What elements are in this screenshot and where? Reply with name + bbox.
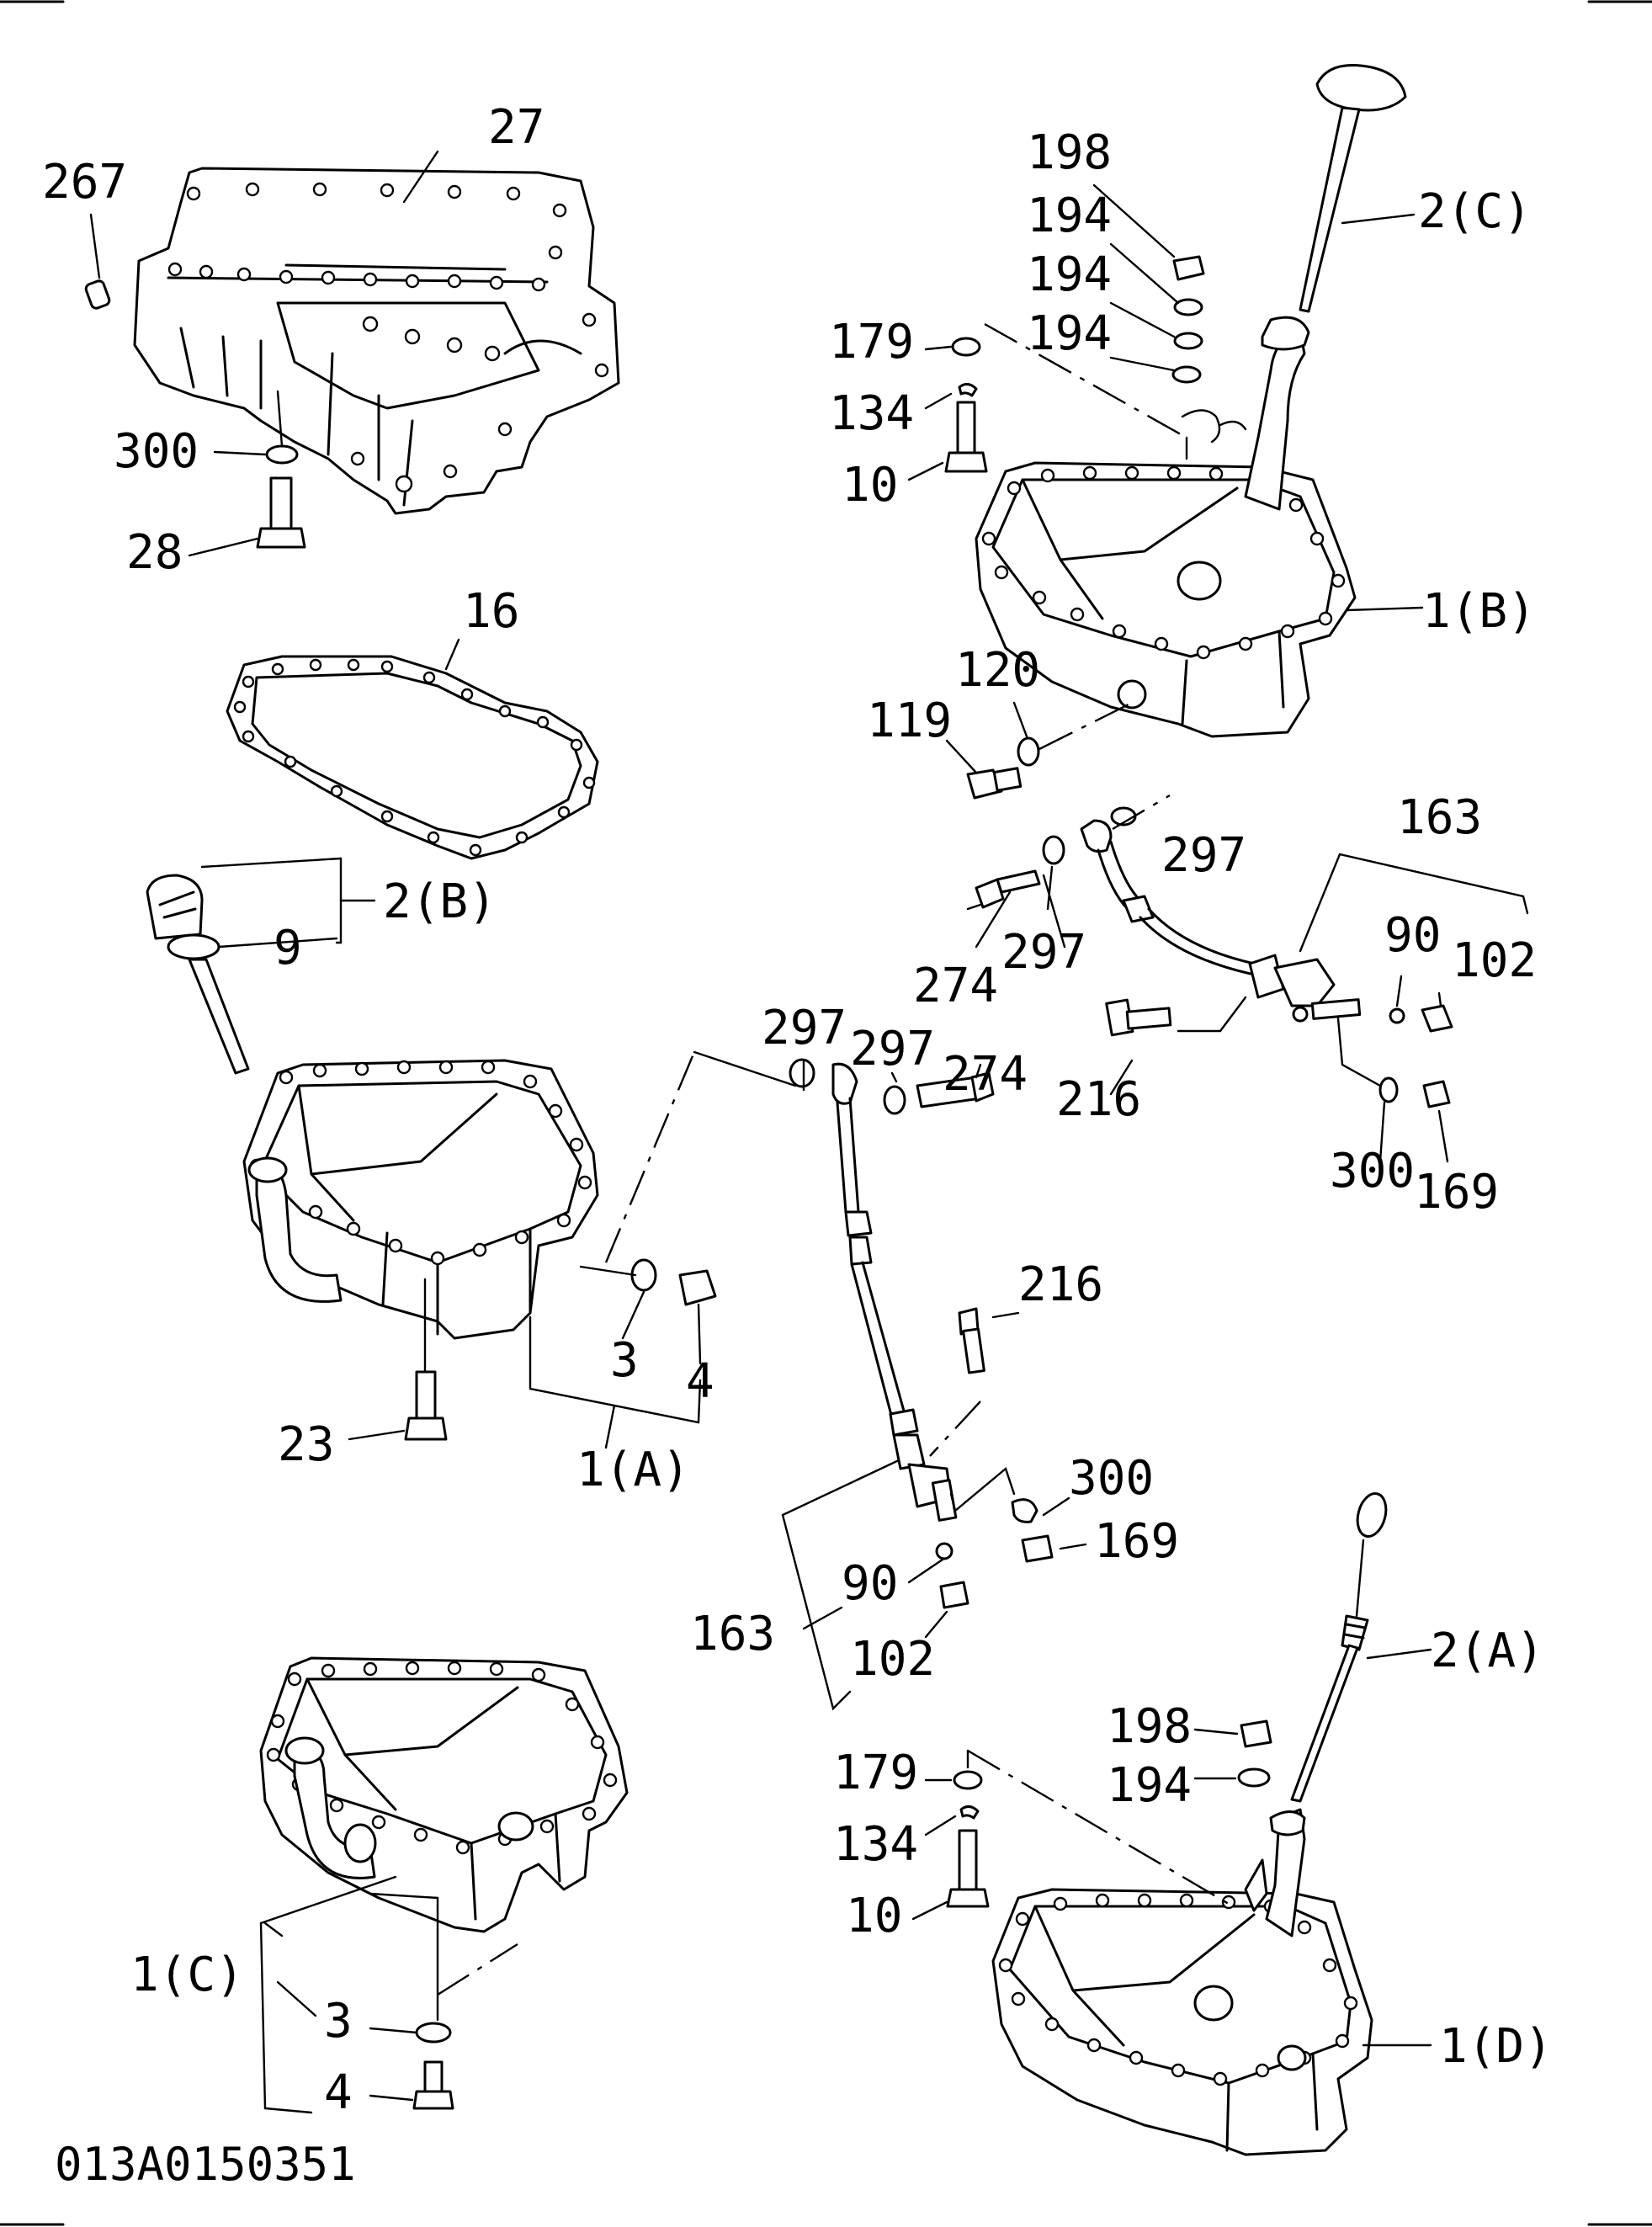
callout-c-134-top: 134 xyxy=(829,386,914,441)
nuts-washers-194-198 xyxy=(1092,183,1247,444)
callout-c-216-r: 216 xyxy=(1056,1072,1141,1127)
callout-c-102-r: 102 xyxy=(1452,933,1537,988)
callout-c-216-m: 216 xyxy=(1018,1257,1103,1312)
callout-c-10-top: 10 xyxy=(842,458,898,513)
callout-c-1b: 1(B) xyxy=(1422,584,1536,639)
dipstick-2a xyxy=(1290,1492,1432,1803)
callout-c-3-c: 3 xyxy=(324,1994,353,2049)
callout-c-90-r: 90 xyxy=(1384,908,1441,963)
callout-c-169-m: 169 xyxy=(1094,1514,1179,1569)
bolt-10-top xyxy=(907,322,1188,481)
washer-300-and-bolt-28 xyxy=(188,390,306,557)
callout-c-297-r2: 297 xyxy=(1001,925,1086,980)
diagram-code: 013A0150351 xyxy=(55,2138,356,2191)
callout-c-2a: 2(A) xyxy=(1431,1624,1544,1678)
callout-c-4-c: 4 xyxy=(324,2065,353,2120)
callout-c-10-bot: 10 xyxy=(846,1889,902,1943)
callout-c-1a: 1(A) xyxy=(576,1443,690,1497)
callout-c-119: 119 xyxy=(867,694,952,748)
callout-c-16: 16 xyxy=(463,584,519,639)
callout-c-297-r1: 297 xyxy=(1161,828,1246,883)
callout-c-134-bot: 134 xyxy=(833,1817,918,1872)
callout-c-163-r: 163 xyxy=(1397,790,1482,845)
callout-c-9: 9 xyxy=(274,921,302,975)
upper-oil-pan-27 xyxy=(133,167,620,515)
callout-c-1d: 1(D) xyxy=(1439,2019,1553,2074)
callout-c-2c: 2(C) xyxy=(1418,184,1532,239)
drain-plug-119-120 xyxy=(945,701,1133,800)
callout-c-120: 120 xyxy=(955,643,1040,698)
oil-pan-1b xyxy=(975,316,1424,738)
fittings-right-90-102-216-300-169 xyxy=(1105,975,1453,1163)
callout-c-27: 27 xyxy=(488,100,544,155)
callout-c-274-r: 274 xyxy=(913,959,998,1013)
callout-c-267: 267 xyxy=(42,155,127,210)
callout-c-3-a: 3 xyxy=(610,1333,639,1388)
callout-c-4-a: 4 xyxy=(686,1354,714,1409)
callout-c-194-bot: 194 xyxy=(1107,1758,1192,1813)
callout-c-198-top: 198 xyxy=(1027,125,1112,180)
oil-line-163-middle xyxy=(781,1058,1087,1711)
oil-pan-1a xyxy=(242,1059,599,1340)
callout-c-23: 23 xyxy=(278,1417,334,1472)
callout-c-179-top: 179 xyxy=(829,315,914,369)
callout-c-102-m: 102 xyxy=(850,1632,935,1687)
callout-c-1c: 1(C) xyxy=(130,1948,244,2002)
callout-c-297-m2: 297 xyxy=(850,1022,935,1076)
callout-c-179-bot: 179 xyxy=(833,1746,918,1800)
callout-c-90-m: 90 xyxy=(842,1556,898,1611)
callout-c-300-r: 300 xyxy=(1330,1144,1415,1199)
pin-267 xyxy=(84,213,111,310)
callout-c-297-m1: 297 xyxy=(762,1001,847,1055)
callout-c-300-m: 300 xyxy=(1069,1451,1154,1506)
drain-3-4 xyxy=(529,1258,717,1449)
oil-pan-1c xyxy=(259,1656,629,2114)
oil-pan-1d xyxy=(991,1808,1432,2156)
callout-c-163-m: 163 xyxy=(690,1607,775,1661)
callout-c-198-bot: 198 xyxy=(1107,1699,1192,1754)
fasteners-1d xyxy=(911,1719,1272,1921)
callout-c-194-3: 194 xyxy=(1027,306,1112,361)
callout-c-2b: 2(B) xyxy=(383,874,497,929)
callout-c-169-r: 169 xyxy=(1414,1165,1499,1220)
callout-c-194-1: 194 xyxy=(1027,189,1112,243)
plug-23 xyxy=(348,1278,448,1441)
dipstick-2c xyxy=(1299,64,1416,313)
gasket-16 xyxy=(226,638,599,860)
callout-c-28: 28 xyxy=(126,525,183,580)
callout-c-300-top: 300 xyxy=(114,424,199,479)
callout-c-194-2: 194 xyxy=(1027,247,1112,302)
oil-line-163-right xyxy=(966,794,1529,1033)
dipstick-2b xyxy=(146,857,376,1075)
callout-c-274-m: 274 xyxy=(943,1047,1028,1102)
